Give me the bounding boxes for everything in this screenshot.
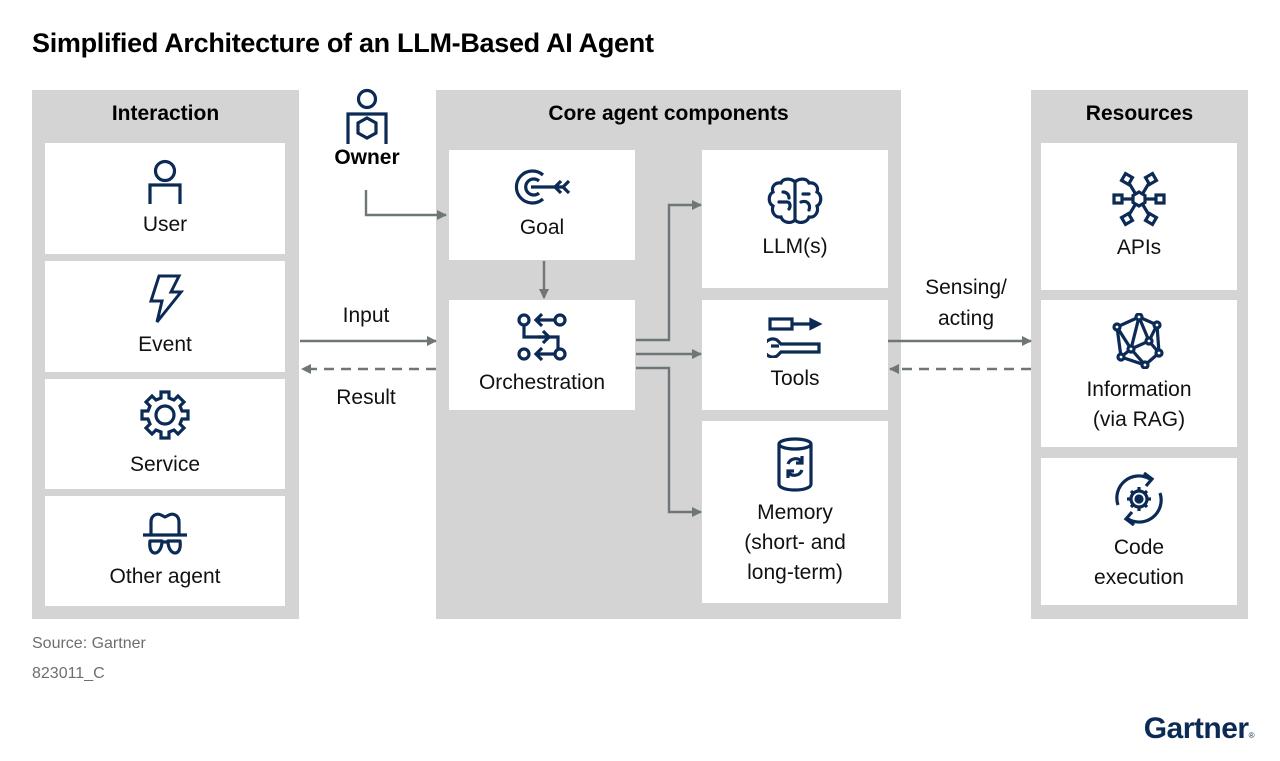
knowledge-graph-icon (1112, 312, 1164, 369)
user-icon (148, 159, 182, 204)
interaction-panel: Interaction User Event Service (32, 90, 299, 619)
api-network-icon (1112, 170, 1166, 227)
apis-card: APIs (1041, 143, 1237, 290)
interaction-user-card: User (45, 143, 285, 254)
gear-icon (140, 390, 190, 440)
interaction-other-agent-card: Other agent (45, 496, 285, 606)
information-label-line2: (via RAG) (1092, 407, 1186, 431)
apis-label: APIs (1116, 235, 1162, 259)
memory-card: Memory (short- and long-term) (702, 421, 888, 603)
goal-card: Goal (449, 150, 635, 260)
owner: Owner (322, 88, 412, 170)
interaction-event-card: Event (45, 261, 285, 372)
code-execution-label-line1: Code (1113, 535, 1165, 559)
core-components-panel: Core agent components Goal (436, 90, 901, 619)
interaction-heading: Interaction (111, 102, 220, 125)
input-label: Input (342, 304, 390, 327)
orchestration-icon (517, 312, 567, 362)
brain-icon (767, 177, 823, 224)
database-sync-icon (777, 437, 813, 492)
interaction-event-label: Event (138, 332, 192, 356)
result-label: Result (336, 386, 396, 409)
source-note: Source: Gartner (32, 635, 146, 652)
goal-label: Goal (519, 216, 565, 239)
core-heading: Core agent components (548, 102, 789, 125)
logo-text: Gartner (1143, 712, 1249, 745)
memory-label-line3: long-term) (747, 561, 843, 584)
code-execution-label-line2: execution (1094, 565, 1184, 589)
tools-icon (767, 317, 823, 358)
tools-card: Tools (702, 300, 888, 410)
sensing-label-line1: Sensing/ (925, 276, 1007, 299)
orchestration-card: Orchestration (449, 300, 635, 410)
registered-mark: ® (1248, 731, 1255, 740)
interaction-user-label: User (142, 212, 188, 236)
owner-icon (346, 88, 388, 144)
target-icon (514, 169, 571, 205)
resources-panel: Resources APIs (1031, 90, 1248, 619)
owner-to-goal-arrow (364, 190, 447, 220)
tools-label: Tools (770, 367, 820, 390)
code-execution-card: Code execution (1041, 458, 1237, 605)
interaction-service-card: Service (45, 379, 285, 489)
llm-card: LLM(s) (702, 150, 888, 288)
figure-id: 823011_C (32, 665, 105, 682)
sensing-label-line2: acting (937, 307, 995, 330)
memory-label-line1: Memory (757, 501, 833, 524)
orchestration-label: Orchestration (478, 371, 606, 394)
resources-heading: Resources (1085, 102, 1194, 125)
interaction-other-agent-label: Other agent (109, 565, 221, 588)
lightning-icon (148, 274, 185, 323)
gartner-logo: Gartner® (1143, 712, 1255, 746)
diagram-title: Simplified Architecture of an LLM-Based … (32, 28, 654, 58)
memory-label-line2: (short- and (744, 531, 846, 554)
incognito-agent-icon (143, 512, 187, 555)
llm-label: LLM(s) (762, 235, 828, 258)
owner-label: Owner (334, 146, 400, 169)
information-card: Information (via RAG) (1041, 300, 1237, 447)
interaction-service-label: Service (129, 453, 201, 476)
gear-cycle-icon (1115, 471, 1163, 526)
information-label-line1: Information (1086, 377, 1192, 401)
